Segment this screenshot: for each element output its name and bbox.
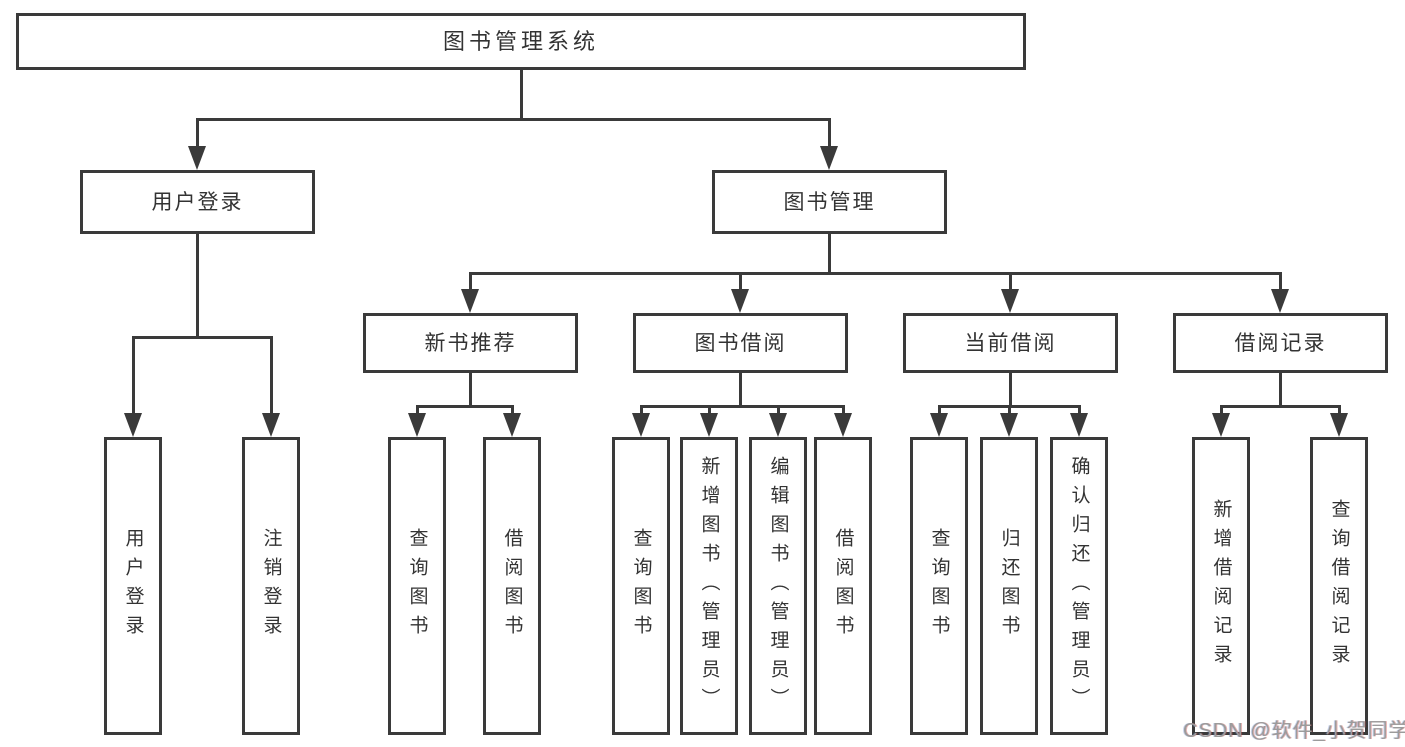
arrowhead-icon (632, 413, 650, 437)
connector-shaft (738, 272, 742, 290)
arrowhead-icon (262, 413, 280, 437)
arrowhead-icon (930, 413, 948, 437)
connector-level2-rail (195, 118, 831, 121)
connector-shaft (639, 405, 643, 415)
leaf-borrow-books-borrowing: 借阅图书 (814, 437, 872, 735)
arrowhead-icon (1001, 289, 1019, 313)
leaf-label: 查询图书 (406, 528, 428, 644)
connector-shaft (937, 405, 941, 415)
leaf-return-books: 归还图书 (980, 437, 1038, 735)
arrowhead-icon (731, 289, 749, 313)
connector-user-login-rail (131, 336, 273, 339)
leaf-label: 新增图书（管理员） (698, 455, 720, 717)
leaf-label: 借阅图书 (501, 528, 523, 644)
node-current-borrowing: 当前借阅 (903, 313, 1118, 373)
connector-records-trunk (1278, 373, 1282, 405)
arrowhead-icon (769, 413, 787, 437)
connector-shaft (131, 336, 135, 413)
leaf-query-borrow-record: 查询借阅记录 (1310, 437, 1368, 735)
leaf-query-books-borrowing: 查询图书 (612, 437, 670, 735)
node-label: 用户登录 (151, 190, 244, 214)
connector-root-trunk (519, 70, 523, 118)
leaf-borrow-books-recommend: 借阅图书 (483, 437, 541, 735)
connector-current-trunk (1008, 373, 1012, 405)
arrowhead-icon (1330, 413, 1348, 437)
connector-shaft (776, 405, 780, 415)
connector-shaft (415, 405, 419, 415)
leaf-label: 新增借阅记录 (1210, 499, 1232, 673)
leaf-query-books-recommend: 查询图书 (388, 437, 446, 735)
node-library-management-system: 图书管理系统 (16, 13, 1026, 70)
leaf-query-books-current: 查询图书 (910, 437, 968, 735)
node-label: 图书管理 (783, 190, 876, 214)
arrowhead-icon (1271, 289, 1289, 313)
connector-book-management-trunk (827, 234, 831, 272)
connector-shaft (510, 405, 514, 415)
leaf-label: 查询借阅记录 (1328, 499, 1350, 673)
node-borrowing-records: 借阅记录 (1173, 313, 1388, 373)
arrowhead-icon (124, 413, 142, 437)
connector-borrowing-rail (639, 405, 845, 408)
leaf-label: 用户登录 (122, 528, 144, 644)
node-user-login: 用户登录 (80, 170, 315, 234)
arrowhead-icon (408, 413, 426, 437)
arrowhead-icon (700, 413, 718, 437)
leaf-confirm-return-admin: 确认归还（管理员） (1050, 437, 1108, 735)
leaf-label: 查询图书 (928, 528, 950, 644)
connector-shaft (468, 272, 472, 290)
connector-shaft (269, 336, 273, 413)
connector-shaft (1077, 405, 1081, 415)
leaf-label: 归还图书 (998, 528, 1020, 644)
connector-shaft (1278, 272, 1282, 290)
node-book-management: 图书管理 (712, 170, 947, 234)
connector-recommend-rail (415, 405, 514, 408)
node-book-borrowing: 图书借阅 (633, 313, 848, 373)
arrowhead-icon (834, 413, 852, 437)
arrowhead-icon (1000, 413, 1018, 437)
connector-shaft (1337, 405, 1341, 415)
connector-shaft (707, 405, 711, 415)
connector-recommend-trunk (468, 373, 472, 405)
leaf-label: 借阅图书 (832, 528, 854, 644)
connector-shaft (1219, 405, 1223, 415)
connector-shaft (1008, 272, 1012, 290)
connector-shaft (827, 118, 831, 150)
arrowhead-icon (1212, 413, 1230, 437)
node-label: 当前借阅 (964, 331, 1057, 355)
connector-shaft (1007, 405, 1011, 415)
node-new-book-recommend: 新书推荐 (363, 313, 578, 373)
node-label: 借阅记录 (1234, 331, 1327, 355)
leaf-label: 查询图书 (630, 528, 652, 644)
leaf-label: 确认归还（管理员） (1068, 455, 1090, 717)
arrowhead-icon (820, 146, 838, 170)
node-label: 图书借阅 (694, 331, 787, 355)
csdn-watermark: CSDN @软件_小贺同学 (1183, 720, 1405, 742)
leaf-user-login: 用户登录 (104, 437, 162, 735)
leaf-add-books-admin: 新增图书（管理员） (680, 437, 738, 735)
leaf-label: 编辑图书（管理员） (767, 455, 789, 717)
arrowhead-icon (461, 289, 479, 313)
connector-user-login-trunk (195, 234, 199, 336)
connector-shaft (841, 405, 845, 415)
connector-shaft (195, 118, 199, 150)
node-label: 新书推荐 (424, 331, 517, 355)
leaf-add-borrow-record: 新增借阅记录 (1192, 437, 1250, 735)
arrowhead-icon (188, 146, 206, 170)
leaf-edit-books-admin: 编辑图书（管理员） (749, 437, 807, 735)
arrowhead-icon (1070, 413, 1088, 437)
arrowhead-icon (503, 413, 521, 437)
leaf-logout: 注销登录 (242, 437, 300, 735)
connector-level3-rail (468, 272, 1282, 275)
connector-borrowing-trunk (738, 373, 742, 405)
connector-records-rail (1219, 405, 1341, 408)
leaf-label: 注销登录 (260, 528, 282, 644)
node-label: 图书管理系统 (442, 28, 599, 54)
